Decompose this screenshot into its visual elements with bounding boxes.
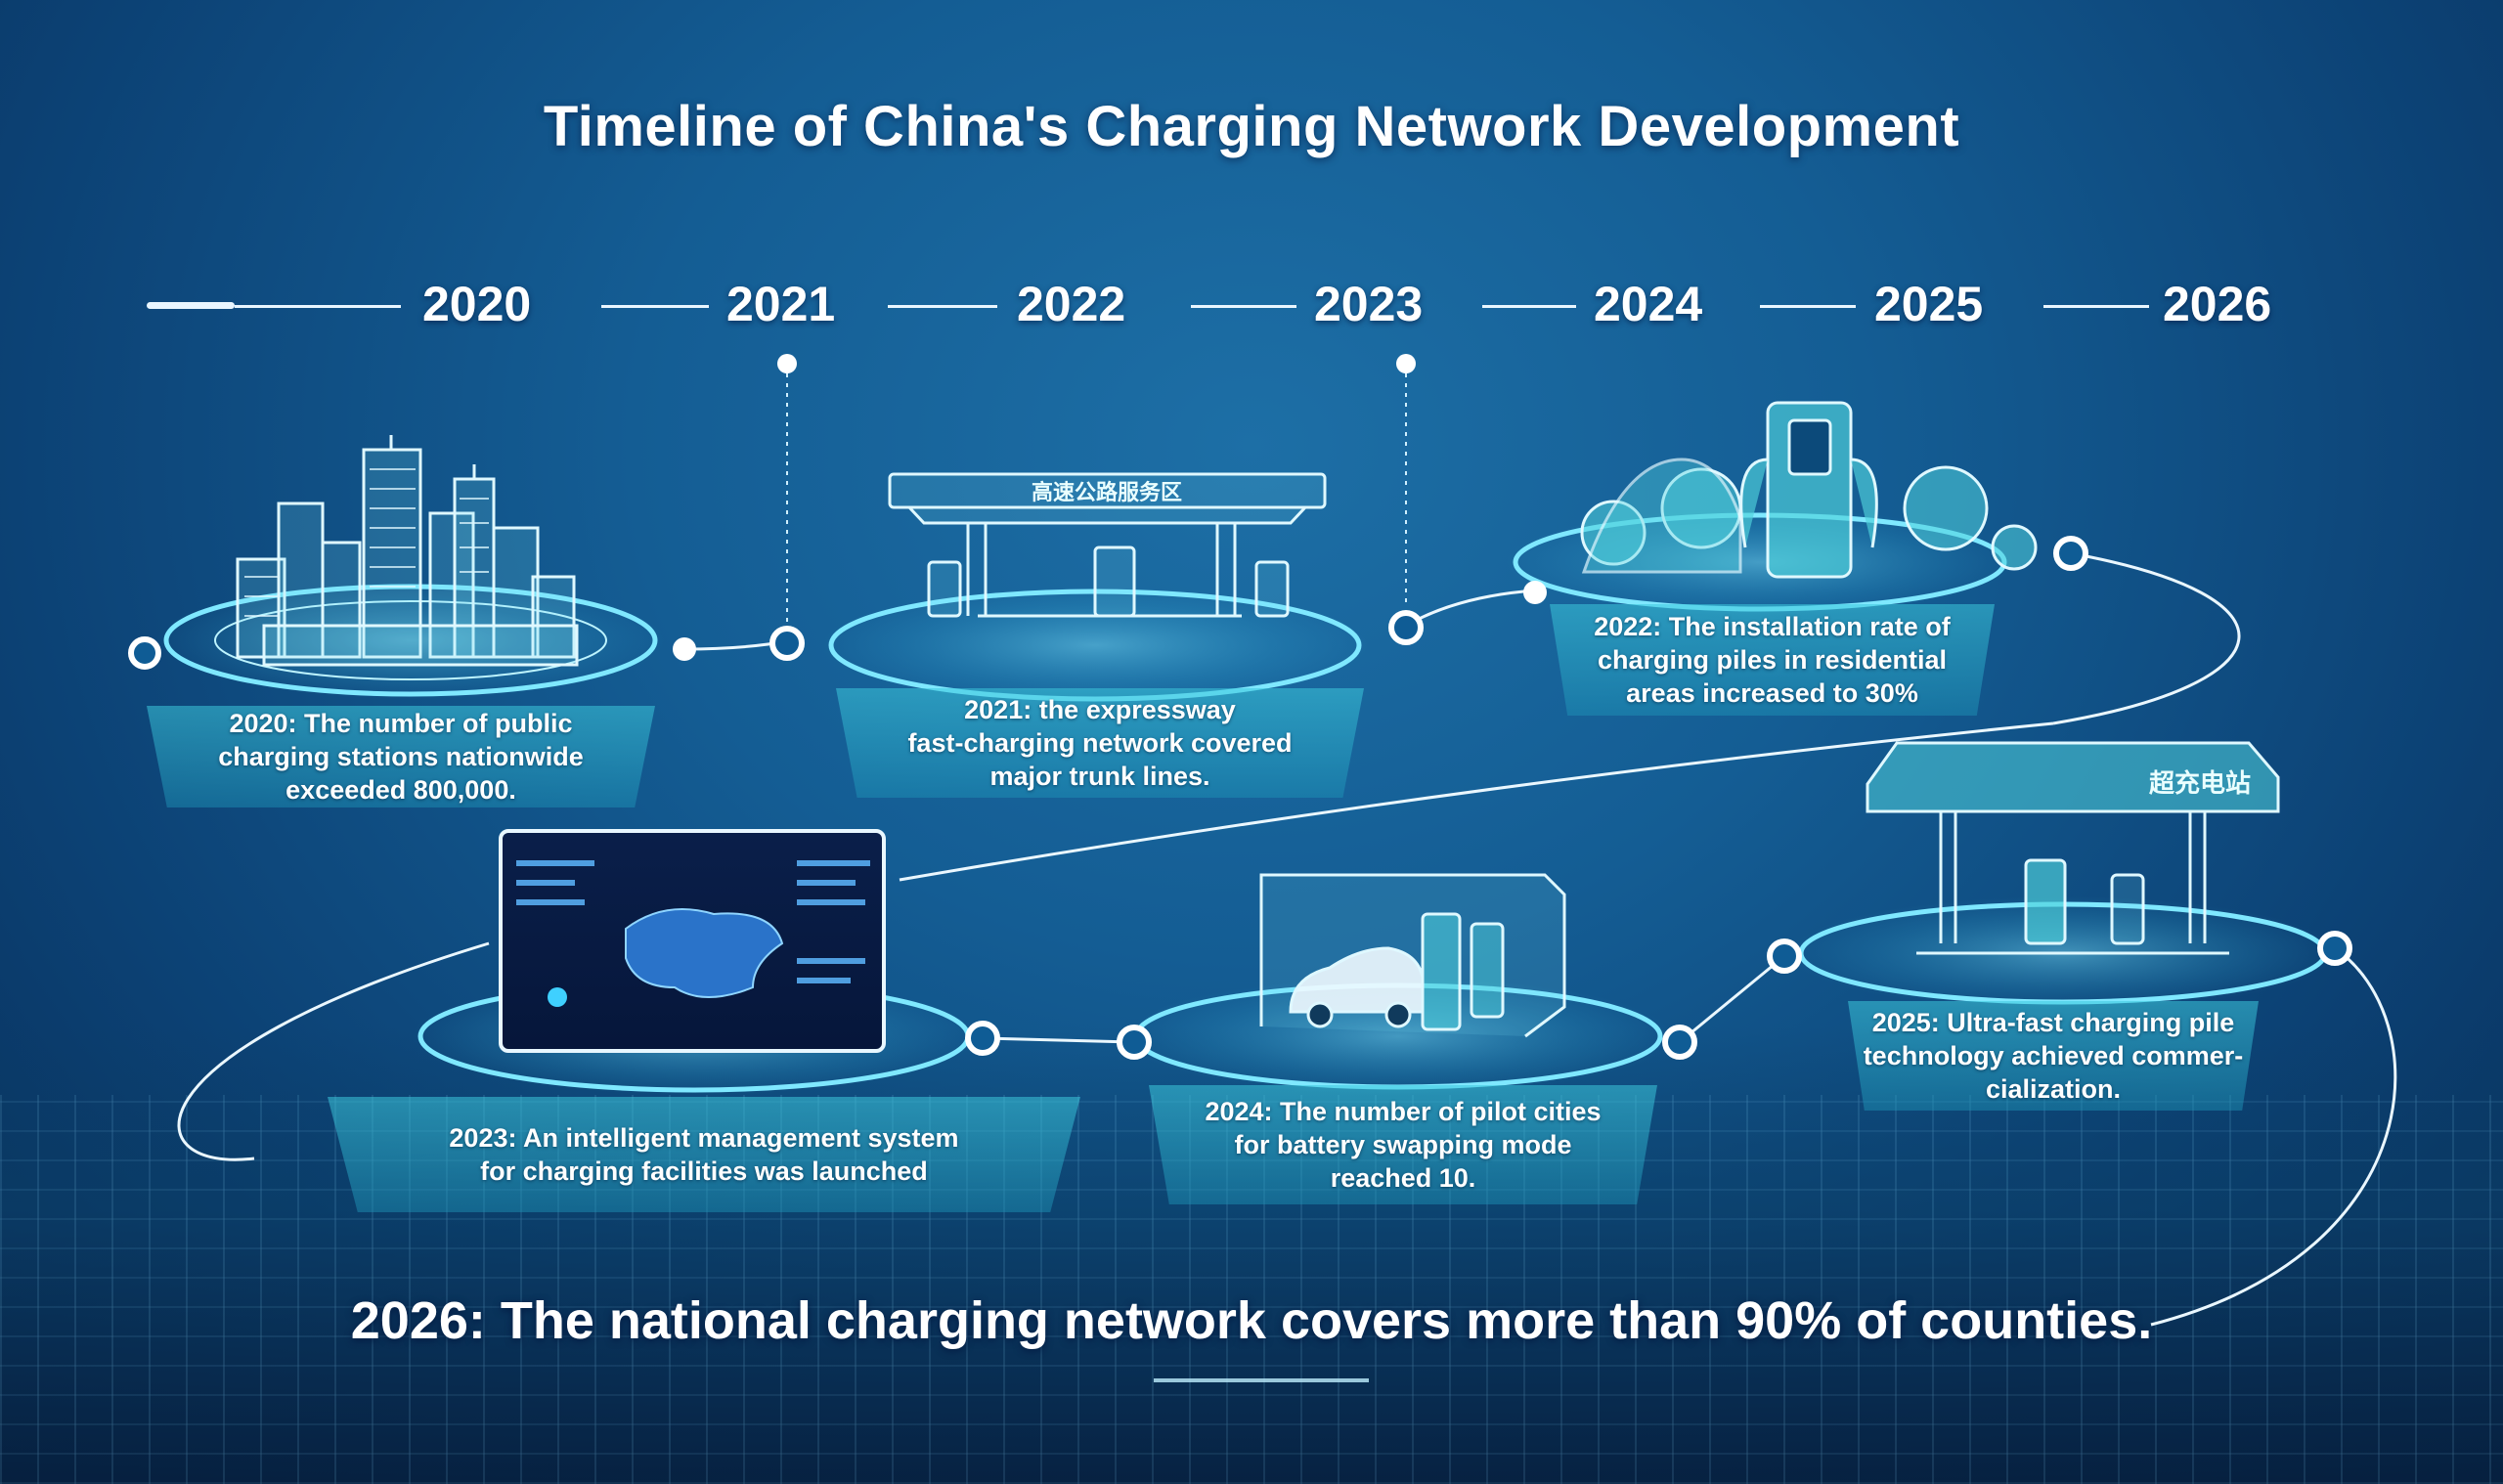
axis-dash bbox=[235, 305, 401, 308]
expressway-service-area-icon bbox=[888, 472, 1327, 618]
timeline-node bbox=[128, 536, 2352, 1060]
year-label-2023: 2023 bbox=[1314, 277, 1424, 331]
car-icon bbox=[1289, 946, 1425, 1028]
year-label-2026: 2026 bbox=[2163, 277, 2272, 331]
year-label-2022: 2022 bbox=[1017, 277, 1126, 331]
management-dashboard-icon bbox=[499, 829, 886, 1053]
conclusion-text: 2026: The national charging network cove… bbox=[350, 1291, 2153, 1350]
milestone-caption-2022: 2022: The installation rate of charging … bbox=[1550, 604, 1995, 716]
page-title: Timeline of China's Charging Network Dev… bbox=[543, 95, 1960, 158]
timeline-path bbox=[177, 551, 2397, 1327]
axis-dash bbox=[1482, 305, 1576, 308]
timeline-small-dot bbox=[673, 581, 1547, 661]
axis-dash bbox=[888, 305, 997, 308]
axis-dash bbox=[601, 305, 709, 308]
year-label-2021: 2021 bbox=[726, 277, 836, 331]
milestone-caption-2021: 2021: the expressway fast-charging netwo… bbox=[836, 688, 1364, 798]
connector-dot bbox=[1396, 354, 1416, 373]
milestone-caption-2023: 2023: An intelligent management system f… bbox=[328, 1097, 1080, 1212]
residential-charger-icon bbox=[1739, 401, 1878, 579]
expressway-sign: 高速公路服务区 bbox=[1032, 480, 1182, 505]
connector-dot bbox=[777, 354, 797, 373]
year-label-2025: 2025 bbox=[1874, 277, 1984, 331]
axis-dash bbox=[1191, 305, 1296, 308]
milestone-caption-2025: 2025: Ultra-fast charging pile technolog… bbox=[1848, 1001, 2259, 1111]
milestone-caption-2020: 2020: The number of public charging stat… bbox=[147, 706, 655, 807]
city-skyline-icon bbox=[236, 435, 579, 667]
year-label-2024: 2024 bbox=[1594, 277, 1703, 331]
year-label-2020: 2020 bbox=[422, 277, 532, 331]
axis-dash bbox=[1760, 305, 1856, 308]
axis-dash bbox=[2043, 305, 2149, 308]
axis-start-marker bbox=[147, 302, 235, 309]
super-charging-station-icon bbox=[1866, 741, 2280, 955]
city-window-lines bbox=[244, 468, 489, 617]
super-station-sign: 超充电站 bbox=[2149, 768, 2251, 799]
tree-icon bbox=[1580, 458, 2038, 574]
milestone-caption-2024: 2024: The number of pilot cities for bat… bbox=[1149, 1085, 1657, 1204]
